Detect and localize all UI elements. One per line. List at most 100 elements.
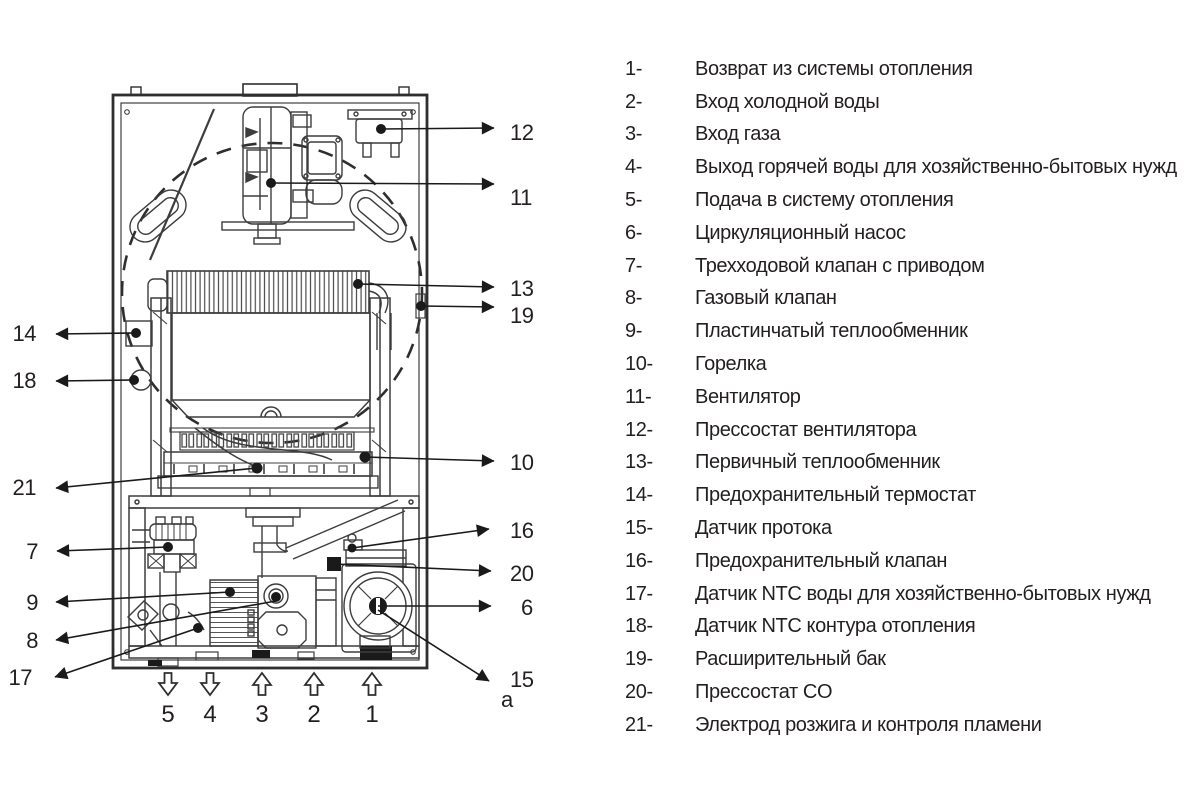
callout-a: a [501,687,514,712]
fan-pressure-switch [347,109,413,158]
burner [157,427,379,497]
callout-19: 19 [510,303,534,328]
callout-17: 17 [9,665,33,690]
connection-number: 5 [161,701,174,728]
legend-item-text: Расширительный бак [695,648,886,671]
legend-item-text: Датчик NTC контура отопления [695,615,976,638]
legend-item: 4- Выход горячей воды для хозяйственно-бы… [600,151,1190,184]
legend-item-number: 20- [625,681,653,704]
legend-item: 5-Подача в систему отопления [600,184,1190,217]
combustion-chamber [150,297,391,497]
legend-item-number: 10- [625,353,653,376]
callout-labels: 12 11 13 19 10 16 20 6 15 a 14 18 21 7 9… [9,120,535,712]
connection-number: 2 [307,701,320,728]
legend-item-text: Прессостат CO [695,681,833,704]
callout-6: 6 [521,595,533,620]
legend-item: 17- Датчик NTC воды для хозяйственно-быто… [600,578,1190,611]
callout-13: 13 [510,276,534,301]
legend-item: 21- Электрод розжига и контроля пламени [600,709,1190,742]
callout-16: 16 [510,518,534,543]
three-way-valve [147,516,197,573]
legend-item-text: Циркуляционный насос [695,221,906,244]
legend-item-text: Предохранительный термостат [695,484,976,507]
legend-item-number: 2- [625,90,642,113]
boiler-internal-diagram: 12 11 13 19 10 16 20 6 15 a 14 18 21 7 9… [9,83,535,728]
legend-item: 10- Горелка [600,348,1190,381]
callout-10: 10 [510,450,534,475]
left-handle [129,189,187,243]
legend-item-number: 4- [625,156,642,179]
legend-item-text: Горелка [695,353,767,376]
legend-item: 20- Прессостат CO [600,676,1190,709]
legend-item-text: Электрод розжига и контроля пламени [695,713,1042,736]
callout-20: 20 [510,561,534,586]
callout-9: 9 [26,590,38,615]
legend-item-text: Вентилятор [695,385,801,408]
callout-11: 11 [510,185,532,210]
legend-item-number: 9- [625,320,642,343]
callout-dots [129,124,426,633]
connection-number: 4 [203,701,216,728]
callout-14: 14 [13,321,37,346]
legend-item-text: Возврат из системы отопления [695,57,973,80]
legend-item-number: 3- [625,123,642,146]
legend-item-number: 17- [625,582,653,605]
legend-item-text: Датчик протока [695,517,832,540]
gas-valve [247,575,337,649]
legend-item-text: Трехходовой клапан с приводом [695,254,985,277]
callout-18: 18 [13,368,37,393]
parts-legend: 1- Возврат из системы отопления 2- Вход хо… [600,53,1190,742]
legend-item-text: Вход холодной воды [695,90,880,113]
legend-item: 12-Прессостат вентилятора [600,414,1190,447]
legend-item-number: 15- [625,517,653,540]
flow-arrow-down [199,672,221,697]
bottom-connections: 5 4 3 2 1 [157,671,383,728]
legend-item-number: 11- [625,385,652,408]
legend-item: 8- Газовый клапан [600,283,1190,316]
ignition-electrode [194,427,333,467]
flow-arrow-up [251,671,273,696]
callout-lines [54,121,495,682]
legend-item: 7- Трехходовой клапан с приводом [600,250,1190,283]
legend-item-number: 21- [625,713,653,736]
legend-item-number: 19- [625,648,653,671]
legend-item-number: 16- [625,549,653,572]
callout-8: 8 [26,628,38,653]
legend-item: 18- Датчик NTC контура отопления [600,611,1190,644]
connection-number: 1 [365,701,378,728]
callout-15: 15 [510,667,534,692]
legend-item-text: Газовый клапан [695,287,837,310]
legend-item: 14- Предохранительный термостат [600,479,1190,512]
legend-item-number: 12- [625,418,653,441]
legend-item-number: 18- [625,615,653,638]
callout-21: 21 [13,475,37,500]
callout-7: 7 [26,539,38,564]
legend-item-text: Датчик NTC воды для хозяйственно-бытовых… [695,582,1151,605]
legend-item-number: 8- [625,287,642,310]
legend-item-text: Предохранительный клапан [695,549,948,572]
legend-item: 2- Вход холодной воды [600,86,1190,119]
legend-item-text: Выход горячей воды для хозяйственно-быто… [695,156,1177,179]
legend-item-text: Пластинчатый теплообменник [695,320,968,343]
legend-item-text: Первичный теплообменник [695,451,940,474]
legend-item-number: 7- [625,254,642,277]
legend-item-number: 13- [625,451,653,474]
boiler-casing [111,83,429,670]
legend-item: 16- Предохранительный клапан [600,545,1190,578]
right-handle [349,189,407,243]
legend-item-text: Подача в систему отопления [695,189,954,212]
primary-heat-exchanger [147,270,426,350]
legend-item: 6-Циркуляционный насос [600,217,1190,250]
legend-item-number: 14- [625,484,653,507]
callout-12: 12 [510,120,534,145]
legend-item: 13- Первичный теплообменник [600,447,1190,480]
legend-item: 11- Вентилятор [600,381,1190,414]
flow-arrow-up [361,671,383,696]
legend-item-number: 1- [625,57,642,80]
legend-item: 15- Датчик протока [600,512,1190,545]
flow-arrow-up [303,671,325,696]
legend-item: 1- Возврат из системы отопления [600,53,1190,86]
fan-assembly [148,106,355,261]
legend-item: 9- Пластинчатый теплообменник [600,315,1190,348]
